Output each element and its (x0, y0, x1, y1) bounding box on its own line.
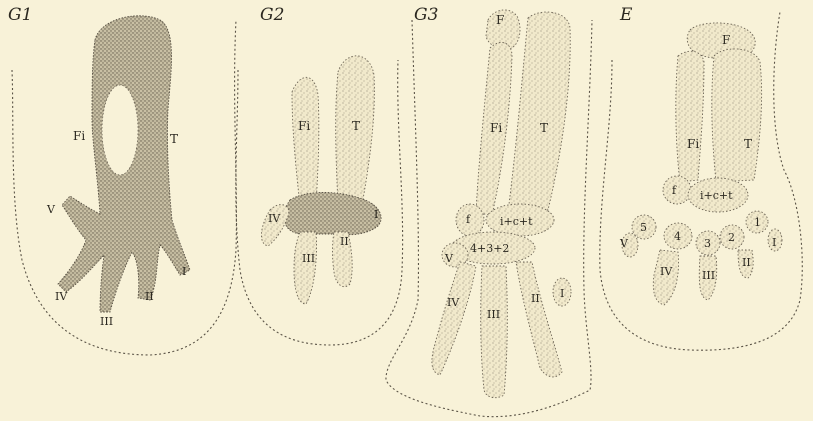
g2-label-iii: III (302, 252, 315, 265)
g1-label-ii: II (145, 290, 154, 303)
e-label-ict: i+c+t (700, 189, 733, 202)
e-label-4: 4 (674, 230, 681, 243)
g3-label-432: 4+3+2 (470, 242, 509, 255)
e-label-f: F (722, 33, 730, 47)
g3-label-i: I (560, 287, 564, 300)
g1-central-gap (102, 85, 138, 175)
e-label-v: V (619, 237, 629, 250)
e-fibula (676, 51, 704, 182)
g2-label-iv: IV (268, 212, 281, 225)
e-fibulare (663, 176, 691, 204)
g2-digit-iv (261, 205, 288, 246)
panel-e: E F Fi T f i+c+t 5 4 3 2 1 V IV III II I (600, 5, 802, 350)
e-label-t: T (744, 137, 752, 151)
g3-digit-iv (432, 262, 476, 375)
g1-label-iii: III (100, 315, 113, 328)
g2-label-fi: Fi (298, 119, 310, 133)
g3-label-f: F (496, 13, 504, 27)
g1-label-v: V (46, 203, 56, 216)
g3-label-ict: i+c+t (500, 215, 533, 228)
g3-label-iii: III (487, 308, 500, 321)
g3-panel-label: G3 (414, 5, 438, 25)
e-label-ii: II (742, 256, 751, 269)
g2-label-ii: II (340, 235, 349, 248)
g3-label-t: T (540, 121, 548, 135)
g3-digit-ii (516, 262, 562, 377)
g3-tibia (508, 12, 570, 212)
g2-digit-iii (294, 232, 317, 304)
g2-panel-label: G2 (260, 5, 284, 25)
e-panel-label: E (619, 5, 633, 25)
e-label-iv: IV (660, 265, 673, 278)
g1-panel-label: G1 (8, 5, 32, 25)
panel-g3: G3 F Fi T f i+c+t 4+3+2 V IV III II I (386, 5, 592, 417)
g1-label-fi: Fi (73, 129, 85, 143)
e-label-i: I (772, 236, 776, 249)
g2-label-i: I (374, 208, 378, 221)
e-label-1: 1 (754, 216, 761, 229)
e-label-fi: Fi (687, 137, 699, 151)
e-label-2: 2 (728, 231, 735, 244)
g3-label-v: V (444, 252, 454, 265)
panel-g1: G1 Fi T V IV III II I (8, 5, 236, 355)
g1-label-i: I (182, 265, 186, 278)
g3-label-fi: Fi (490, 121, 502, 135)
g2-label-t: T (352, 119, 360, 133)
panel-g2: G2 Fi T IV III II I (236, 5, 403, 345)
e-label-iii: III (702, 269, 715, 282)
g1-label-iv: IV (55, 290, 68, 303)
e-label-3: 3 (704, 237, 711, 250)
g1-label-t: T (170, 132, 178, 146)
e-label-5: 5 (640, 221, 647, 234)
g2-autopod-mass (284, 193, 381, 235)
g3-label-iv: IV (447, 296, 460, 309)
g2-fibula-ray (292, 77, 319, 205)
g3-digit-iii (481, 266, 508, 398)
e-tibia (712, 49, 762, 182)
g3-label-ii: II (531, 292, 540, 305)
